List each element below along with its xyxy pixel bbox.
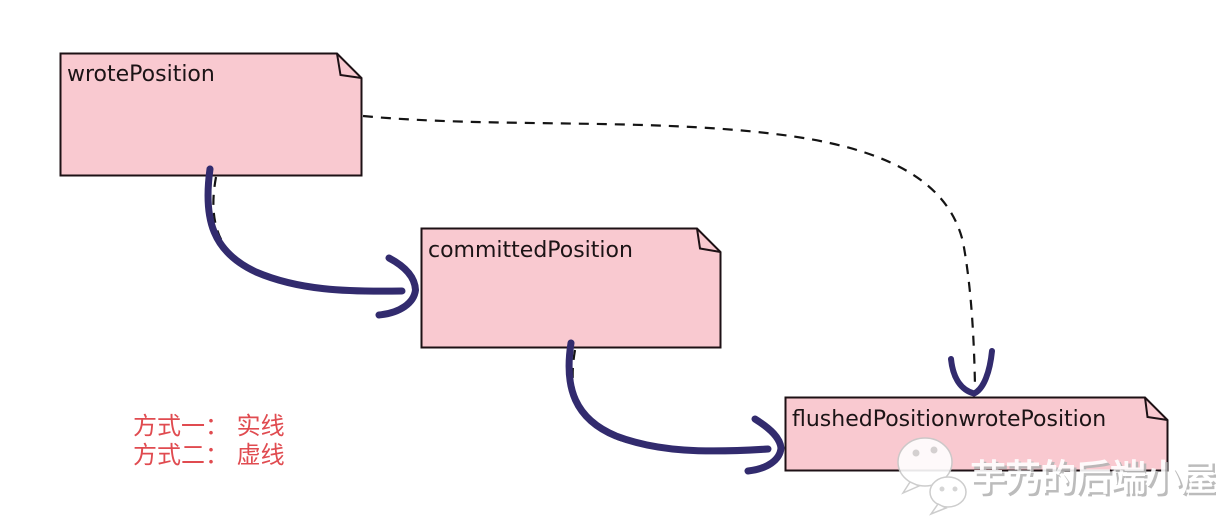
note-label: wrotePosition (67, 62, 215, 87)
watermark-text-shadow: 芋艿的后端小屋 (973, 461, 1216, 502)
legend-line-dashed: 方式二： 虚线 (133, 441, 285, 469)
note-label: flushedPositionwrotePosition (792, 407, 1106, 432)
wechat-icon (897, 437, 967, 516)
note-fold-corner-icon (696, 228, 721, 253)
wechat-big-bubble (897, 437, 953, 487)
edge-dashed-wrote-to-committed (212, 176, 401, 294)
edge-solid-committed-to-flushed (565, 339, 785, 475)
wechat-big-bubble-tail (901, 481, 921, 495)
arrowhead-right-icon (375, 254, 420, 319)
note-committed-position: committedPosition (420, 227, 722, 349)
wechat-small-bubble-tail (928, 503, 948, 516)
edge-solid-wrote-to-committed (204, 165, 420, 319)
note-shape (59, 52, 363, 177)
wechat-eye (939, 486, 945, 492)
wechat-eye (912, 449, 920, 457)
wechat-eye (930, 446, 938, 454)
edge-dashed-committed-to-flushed (571, 349, 771, 451)
arrow-shaft (204, 165, 406, 295)
watermark-text: 芋艿的后端小屋 (970, 458, 1215, 499)
note-fold-corner-icon (336, 53, 362, 79)
arrow-shaft (565, 339, 772, 455)
legend: 方式一： 实线 方式二： 虚线 (133, 412, 285, 469)
dashed-curve (212, 176, 401, 294)
watermark: 芋艿的后端小屋 芋艿的后端小屋 (897, 437, 1216, 516)
note-flushed-position: flushedPositionwrotePosition (784, 396, 1169, 472)
dashed-curve (362, 114, 977, 387)
dashed-curve (571, 349, 771, 451)
note-shape (784, 396, 1169, 472)
note-wrote-position: wrotePosition (59, 52, 363, 177)
legend-line-solid: 方式一： 实线 (133, 412, 285, 440)
note-fold-corner-icon (1144, 397, 1168, 421)
note-label: committedPosition (428, 238, 633, 263)
wechat-small-bubble (929, 476, 967, 508)
arrowhead-right-icon (744, 415, 785, 475)
arrowhead-down-icon (948, 348, 995, 397)
wechat-eye (952, 486, 958, 492)
note-shape (420, 227, 722, 349)
edge-dashed-wrote-to-flushed (362, 114, 995, 397)
